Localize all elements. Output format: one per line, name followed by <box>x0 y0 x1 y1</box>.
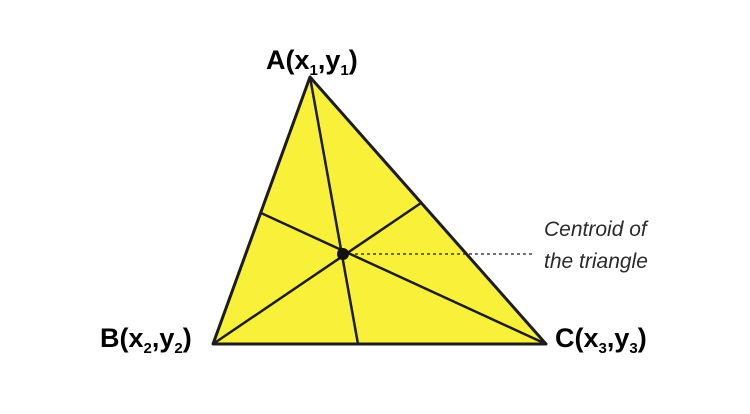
triangle <box>211 75 548 346</box>
centroid-annotation-line-2: the triangle <box>544 250 648 273</box>
median-from-b <box>212 201 422 346</box>
median-from-c <box>260 211 547 346</box>
centroid-annotation-line-1: Centroid of <box>544 218 649 241</box>
vertex-b-label: B(x2,y2) <box>100 323 192 357</box>
median-from-a <box>308 76 360 345</box>
vertex-c-label: C(x3,y3) <box>555 323 647 357</box>
centroid-point <box>337 248 349 260</box>
vertex-a-label: A(x1,y1) <box>266 45 358 79</box>
